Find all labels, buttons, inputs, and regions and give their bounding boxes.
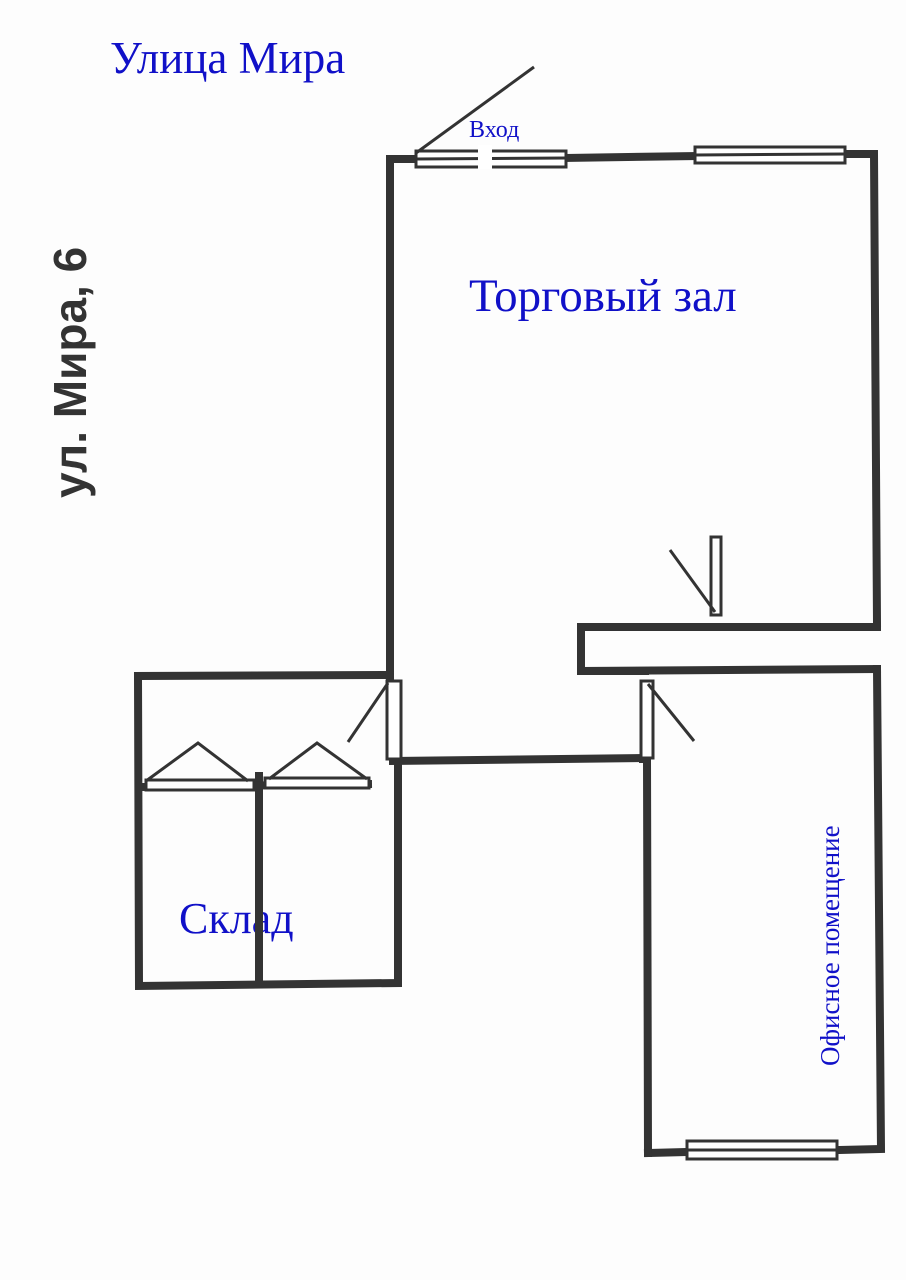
warehouse-label: Склад (179, 894, 294, 943)
street-title: Улица Мира (110, 33, 345, 83)
sales-hall-label: Торговый зал (469, 270, 737, 322)
office-label: Офисное помещение (815, 825, 845, 1066)
entrance-door-gap (478, 145, 492, 169)
address-label: ул. Мира, 6 (44, 247, 96, 498)
doors (346, 65, 723, 761)
entrance-door-swing (415, 65, 535, 155)
office-wall-right (833, 664, 886, 1155)
windows (414, 145, 847, 1161)
warehouse-door-left-frame (144, 778, 256, 792)
entrance-label: Вход (469, 117, 519, 143)
office-door-swing (646, 683, 696, 742)
warehouse-door-left-swing (145, 741, 249, 783)
warehouse-door-right-swing (268, 741, 368, 781)
sales-hall-wall-right (841, 150, 882, 628)
partition-door-leaf (709, 535, 723, 617)
office-door-leaf (639, 679, 655, 760)
corridor-door-swing (346, 682, 390, 743)
warehouse-wall-top-left (133, 670, 402, 991)
sales-hall-wall-left (386, 155, 420, 683)
window-top-right-mullion (694, 152, 846, 157)
office-wall-left (639, 755, 653, 1158)
office-wall-bottom-left (643, 1147, 692, 1158)
sales-hall-wall-top-mid (561, 151, 700, 163)
partition-wall (577, 623, 882, 676)
warehouse-doors (144, 741, 371, 792)
corridor-door-leaf (385, 679, 403, 761)
partition-door-swing (668, 549, 717, 613)
warehouse-door-right-frame (263, 776, 371, 790)
corridor-wall (388, 753, 648, 766)
